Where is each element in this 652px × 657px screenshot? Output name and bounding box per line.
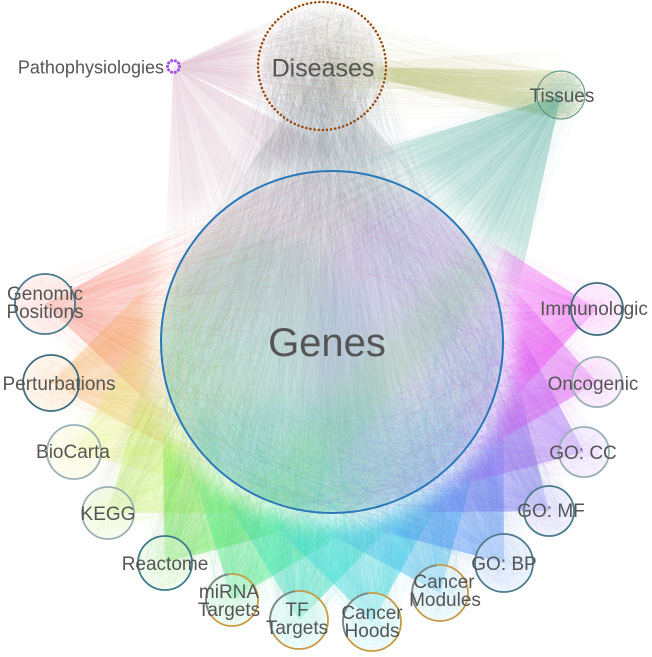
svg-text:Oncogenic: Oncogenic (548, 374, 639, 395)
svg-text:TF: TF (285, 600, 308, 621)
svg-text:Targets: Targets (266, 618, 328, 639)
svg-text:Reactome: Reactome (122, 554, 209, 575)
svg-text:Genes: Genes (268, 321, 386, 365)
svg-text:Modules: Modules (409, 590, 481, 611)
svg-text:Cancer: Cancer (341, 603, 403, 624)
svg-text:GO: BP: GO: BP (471, 554, 536, 575)
svg-text:Diseases: Diseases (272, 55, 375, 83)
svg-text:BioCarta: BioCarta (36, 442, 110, 463)
svg-text:Pathophysiologies: Pathophysiologies (18, 58, 164, 78)
svg-text:GO: CC: GO: CC (549, 443, 617, 464)
svg-text:Positions: Positions (6, 302, 83, 323)
svg-text:Targets: Targets (198, 600, 260, 621)
svg-text:Immunologic: Immunologic (540, 299, 648, 320)
svg-text:Tissues: Tissues (530, 86, 595, 107)
svg-text:Genomic: Genomic (7, 284, 83, 305)
svg-text:KEGG: KEGG (81, 504, 136, 525)
svg-text:Perturbations: Perturbations (2, 374, 115, 395)
svg-text:miRNA: miRNA (199, 582, 259, 603)
svg-text:Cancer: Cancer (413, 572, 475, 593)
svg-text:GO: MF: GO: MF (517, 501, 585, 522)
svg-text:Hoods: Hoods (345, 621, 400, 642)
